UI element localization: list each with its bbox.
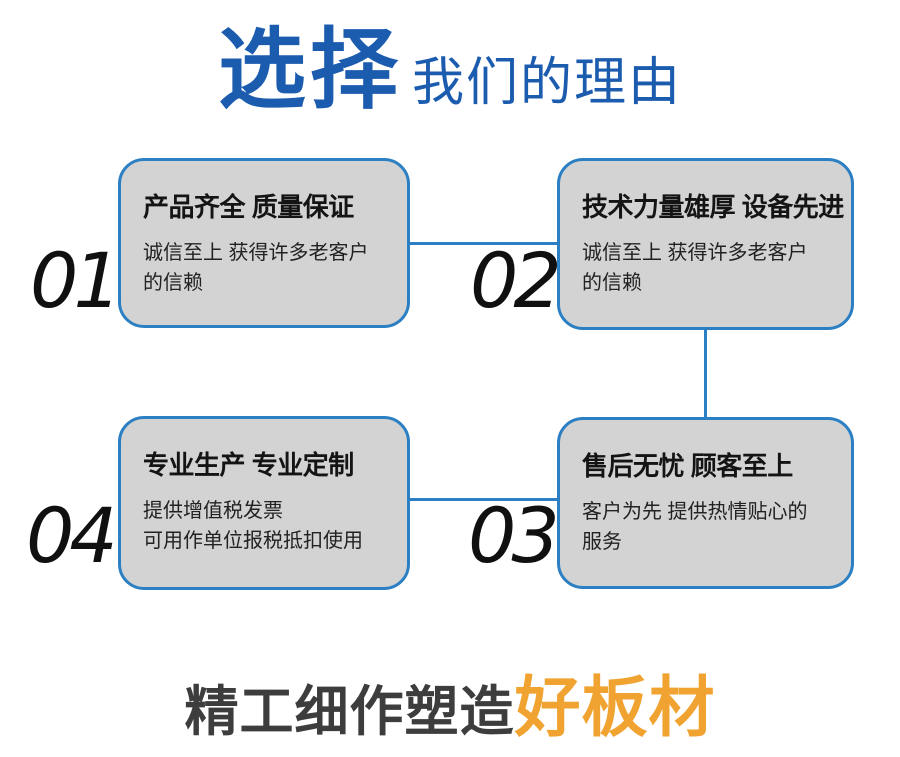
reason-title: 专业生产 专业定制 <box>143 450 354 480</box>
connector-bottom <box>410 498 557 501</box>
reason-desc: 诚信至上 获得许多老客户 的信赖 <box>143 241 369 294</box>
footer-text-accent: 好板材 <box>514 670 716 744</box>
reason-card: 专业生产 专业定制 提供增值税发票 可用作单位报税抵扣使用 <box>118 416 410 590</box>
reason-number: 03 <box>468 491 560 580</box>
connector-top <box>410 242 557 245</box>
reason-number: 01 <box>30 236 122 325</box>
page-title: 选择我们的理由 <box>0 23 900 116</box>
reason-card: 技术力量雄厚 设备先进 诚信至上 获得许多老客户 的信赖 <box>557 158 854 330</box>
title-accent: 选择 <box>217 20 402 119</box>
connector-middle <box>704 329 707 418</box>
reason-title: 产品齐全 质量保证 <box>143 192 354 222</box>
reason-number: 04 <box>26 491 118 580</box>
reason-title: 技术力量雄厚 设备先进 <box>582 192 844 222</box>
reason-desc: 诚信至上 获得许多老客户 的信赖 <box>582 241 808 294</box>
reason-card: 售后无忧 顾客至上 客户为先 提供热情贴心的 服务 <box>557 417 854 589</box>
reason-card: 产品齐全 质量保证 诚信至上 获得许多老客户 的信赖 <box>118 158 410 328</box>
reason-desc: 提供增值税发票 可用作单位报税抵扣使用 <box>143 499 363 552</box>
reason-desc: 客户为先 提供热情贴心的 服务 <box>582 500 808 553</box>
footer-text-dark: 精工细作塑造 <box>184 682 515 742</box>
reason-title: 售后无忧 顾客至上 <box>582 451 793 481</box>
footer-slogan: 精工细作塑造好板材 <box>0 668 900 747</box>
title-suffix: 我们的理由 <box>412 54 683 112</box>
reason-number: 02 <box>470 236 562 325</box>
